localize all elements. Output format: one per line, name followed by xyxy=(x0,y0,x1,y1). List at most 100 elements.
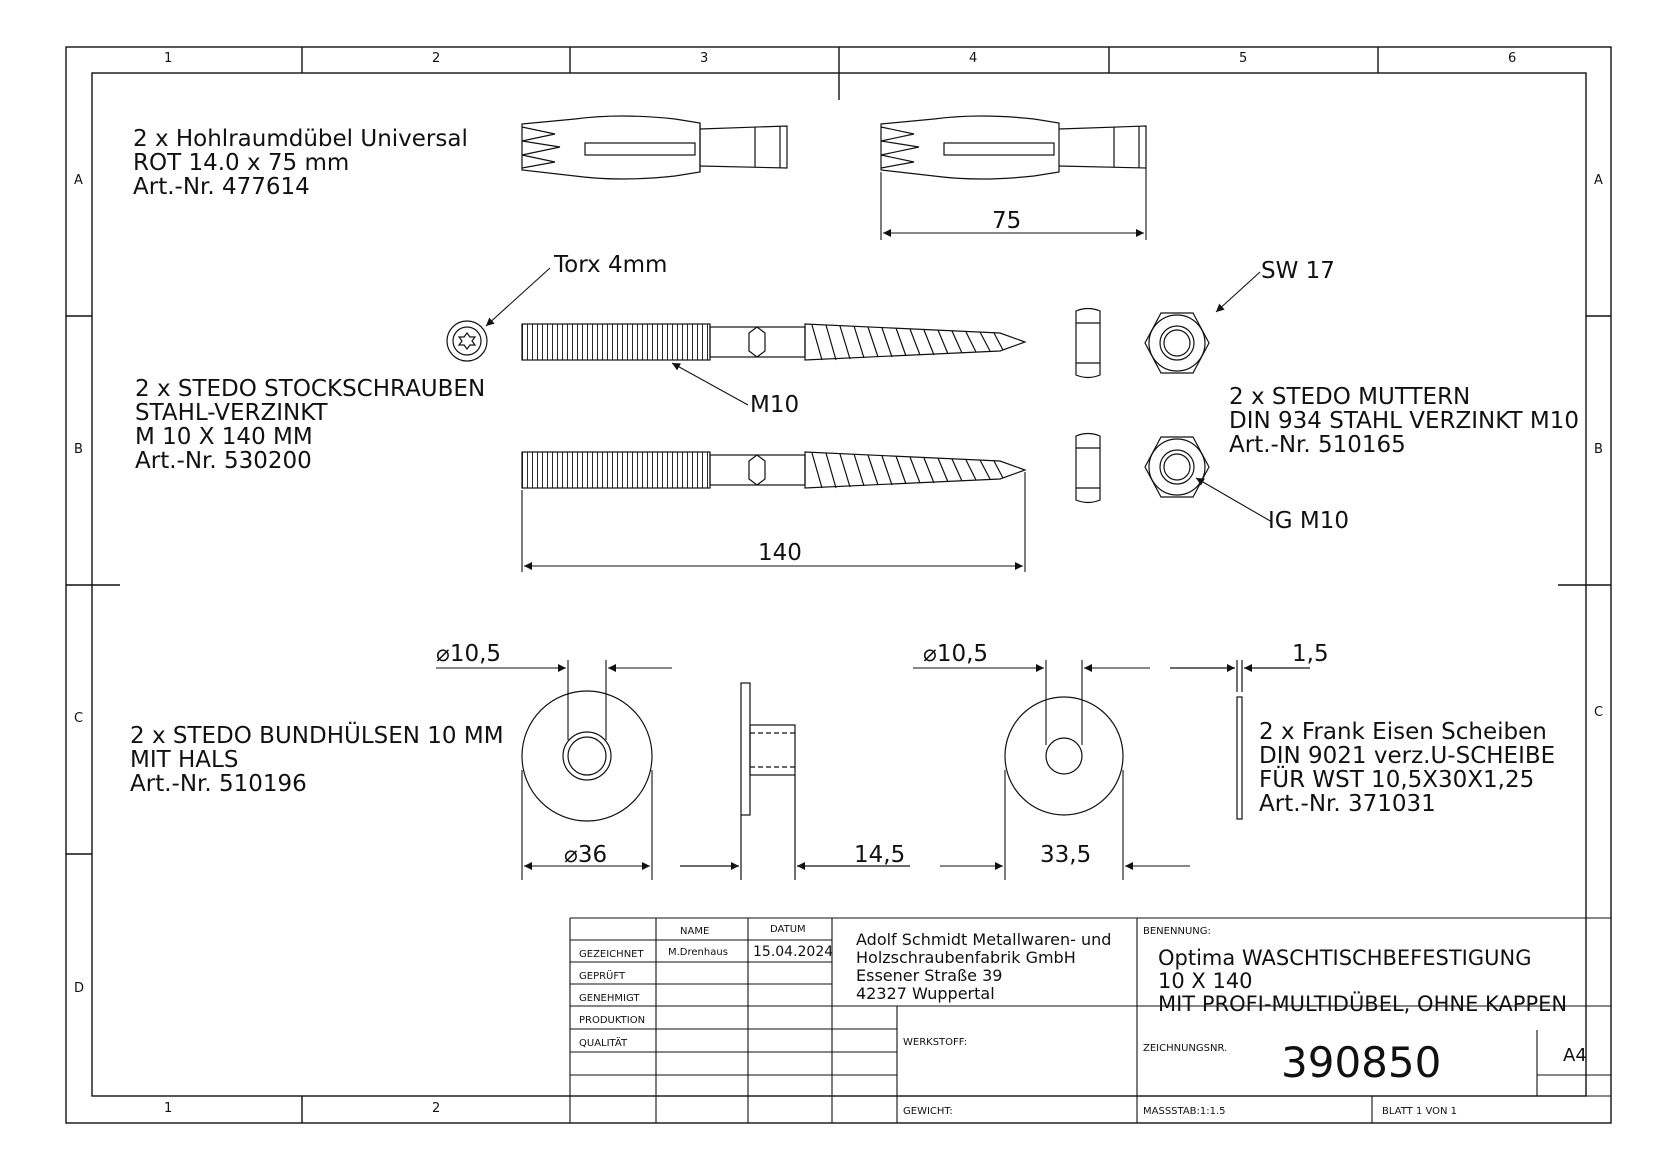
diameter-symbol: ⌀ xyxy=(564,842,578,868)
torx-leader xyxy=(485,267,551,327)
tb-row-geprueft: GEPRÜFT xyxy=(579,971,626,982)
tb-company-line-3: Essener Straße 39 xyxy=(856,966,1003,985)
nut-side-view-2 xyxy=(1075,432,1101,504)
dimension-screw-length xyxy=(521,472,1026,572)
screws-line-4: Art.-Nr. 530200 xyxy=(135,448,312,474)
sleeves-line-1: 2 x STEDO BUNDHÜLSEN 10 MM xyxy=(130,723,504,749)
dowel-line-2: ROT 14.0 x 75 mm xyxy=(133,150,350,176)
screws-line-1: 2 x STEDO STOCKSCHRAUBEN xyxy=(135,376,486,402)
zone-right-b: B xyxy=(1594,442,1603,457)
nuts-line-1: 2 x STEDO MUTTERN xyxy=(1229,384,1471,410)
sleeve-front-view xyxy=(521,690,653,822)
nut-top-view-1 xyxy=(1144,312,1210,374)
tb-zeichnungsnr: 390850 xyxy=(1281,1038,1442,1087)
tb-company-line-4: 42327 Wuppertal xyxy=(856,984,995,1003)
sleeves-line-2: MIT HALS xyxy=(130,747,239,773)
dowel-drawing-1 xyxy=(521,115,788,180)
dim-washer-dia: 33,5 xyxy=(1040,842,1092,868)
dim-sleeve-dia: ⌀36 xyxy=(564,842,608,868)
washer-front-view xyxy=(1004,696,1124,816)
washers-line-2: DIN 9021 verz.U-SCHEIBE xyxy=(1259,743,1556,769)
sw17-leader xyxy=(1215,271,1261,313)
nuts-line-3: Art.-Nr. 510165 xyxy=(1229,432,1406,458)
washers-description: 2 x Frank Eisen Scheiben DIN 9021 verz.U… xyxy=(1259,720,1555,816)
zone-top-4: 4 xyxy=(969,51,978,66)
tb-benennung: Optima WASCHTISCHBEFESTIGUNG 10 X 140 MI… xyxy=(1158,947,1567,1016)
zone-right-c: C xyxy=(1594,705,1604,720)
sleeves-line-3: Art.-Nr. 510196 xyxy=(130,771,307,797)
nut-side-view-1 xyxy=(1075,307,1101,379)
tb-blatt: BLATT 1 VON 1 xyxy=(1382,1106,1458,1117)
diameter-symbol: ⌀ xyxy=(923,641,937,667)
torx-head-view xyxy=(446,320,488,362)
nut-top-view-2 xyxy=(1144,436,1210,498)
nuts-line-2: DIN 934 STAHL VERZINKT M10 xyxy=(1229,408,1579,434)
tb-row-gezeichnet: GEZEICHNET xyxy=(579,949,644,960)
torx-callout: Torx 4mm xyxy=(554,252,668,278)
title-block-grid xyxy=(569,917,1611,1123)
dim-dowel-length: 75 xyxy=(992,208,1022,234)
igm10-callout: IG M10 xyxy=(1268,508,1350,534)
tb-col-date: DATUM xyxy=(770,924,806,935)
igm10-leader xyxy=(1195,477,1273,523)
zone-left-b: B xyxy=(74,442,83,457)
dimension-washer xyxy=(913,660,1190,880)
sleeve-side-view xyxy=(680,682,910,880)
tb-benennung-line-3: MIT PROFI-MULTIDÜBEL, OHNE KAPPEN xyxy=(1158,992,1568,1016)
tb-drawn-by: M.Drenhaus xyxy=(668,947,728,958)
zone-top-2: 2 xyxy=(432,51,441,66)
zone-left-d: D xyxy=(74,981,85,996)
zone-left-c: C xyxy=(74,711,84,726)
dimension-sleeve xyxy=(436,660,672,880)
screws-description: 2 x STEDO STOCKSCHRAUBEN STAHL-VERZINKT … xyxy=(135,377,485,473)
tb-row-produktion: PRODUKTION xyxy=(579,1015,646,1026)
tb-benennung-line-1: Optima WASCHTISCHBEFESTIGUNG xyxy=(1158,946,1532,970)
tb-zeichnungsnr-label: ZEICHNUNGSNR. xyxy=(1143,1043,1228,1054)
screw-drawing-2 xyxy=(521,451,1027,489)
dim-washer-bore: ⌀10,5 xyxy=(923,641,989,667)
washer-side-view xyxy=(1170,660,1310,820)
dowel-line-3: Art.-Nr. 477614 xyxy=(133,174,310,200)
dowel-description: 2 x Hohlraumdübel Universal ROT 14.0 x 7… xyxy=(133,127,468,199)
tb-company-line-1: Adolf Schmidt Metallwaren- und xyxy=(856,930,1112,949)
dim-washer-thickness: 1,5 xyxy=(1292,641,1329,667)
tb-format: A4 xyxy=(1563,1045,1587,1066)
washers-line-1: 2 x Frank Eisen Scheiben xyxy=(1259,719,1547,745)
washers-line-3: FÜR WST 10,5X30X1,25 xyxy=(1259,767,1535,793)
tb-company-line-2: Holzschraubenfabrik GmbH xyxy=(856,948,1076,967)
zone-left-a: A xyxy=(74,173,83,188)
zone-top-1: 1 xyxy=(164,51,173,66)
screws-line-3: M 10 X 140 MM xyxy=(135,424,313,450)
dimension-dowel-length xyxy=(880,168,1147,240)
zone-top-3: 3 xyxy=(700,51,709,66)
m10-leader xyxy=(671,362,749,406)
tb-gewicht-label: GEWICHT: xyxy=(903,1106,953,1117)
tb-benennung-line-2: 10 X 140 xyxy=(1158,969,1253,993)
zone-right-a: A xyxy=(1594,173,1603,188)
tb-werkstoff-label: WERKSTOFF: xyxy=(903,1037,968,1048)
nuts-description: 2 x STEDO MUTTERN DIN 934 STAHL VERZINKT… xyxy=(1229,385,1579,457)
zone-bottom-1: 1 xyxy=(164,1101,173,1116)
dim-sleeve-bore: ⌀10,5 xyxy=(436,641,502,667)
tb-drawn-date: 15.04.2024 xyxy=(753,944,834,960)
m10-callout: M10 xyxy=(750,392,800,418)
tb-row-qualitaet: QUALITÄT xyxy=(579,1038,628,1049)
tb-col-name: NAME xyxy=(680,926,710,937)
screws-line-2: STAHL-VERZINKT xyxy=(135,400,328,426)
diameter-symbol: ⌀ xyxy=(436,641,450,667)
sleeves-description: 2 x STEDO BUNDHÜLSEN 10 MM MIT HALS Art.… xyxy=(130,724,504,796)
tb-row-genehmigt: GENEHMIGT xyxy=(579,993,640,1004)
washers-line-4: Art.-Nr. 371031 xyxy=(1259,791,1436,817)
zone-bottom-2: 2 xyxy=(432,1101,441,1116)
dowel-line-1: 2 x Hohlraumdübel Universal xyxy=(133,126,468,152)
zone-top-6: 6 xyxy=(1508,51,1517,66)
zone-top-5: 5 xyxy=(1239,51,1248,66)
dim-sleeve-length: 14,5 xyxy=(854,842,906,868)
tb-benennung-label: BENENNUNG: xyxy=(1143,926,1211,937)
dim-screw-length: 140 xyxy=(758,540,802,566)
tb-company: Adolf Schmidt Metallwaren- und Holzschra… xyxy=(856,931,1111,1003)
tb-massstab: MASSSTAB:1:1.5 xyxy=(1143,1106,1226,1117)
screw-drawing-1 xyxy=(521,323,1027,361)
